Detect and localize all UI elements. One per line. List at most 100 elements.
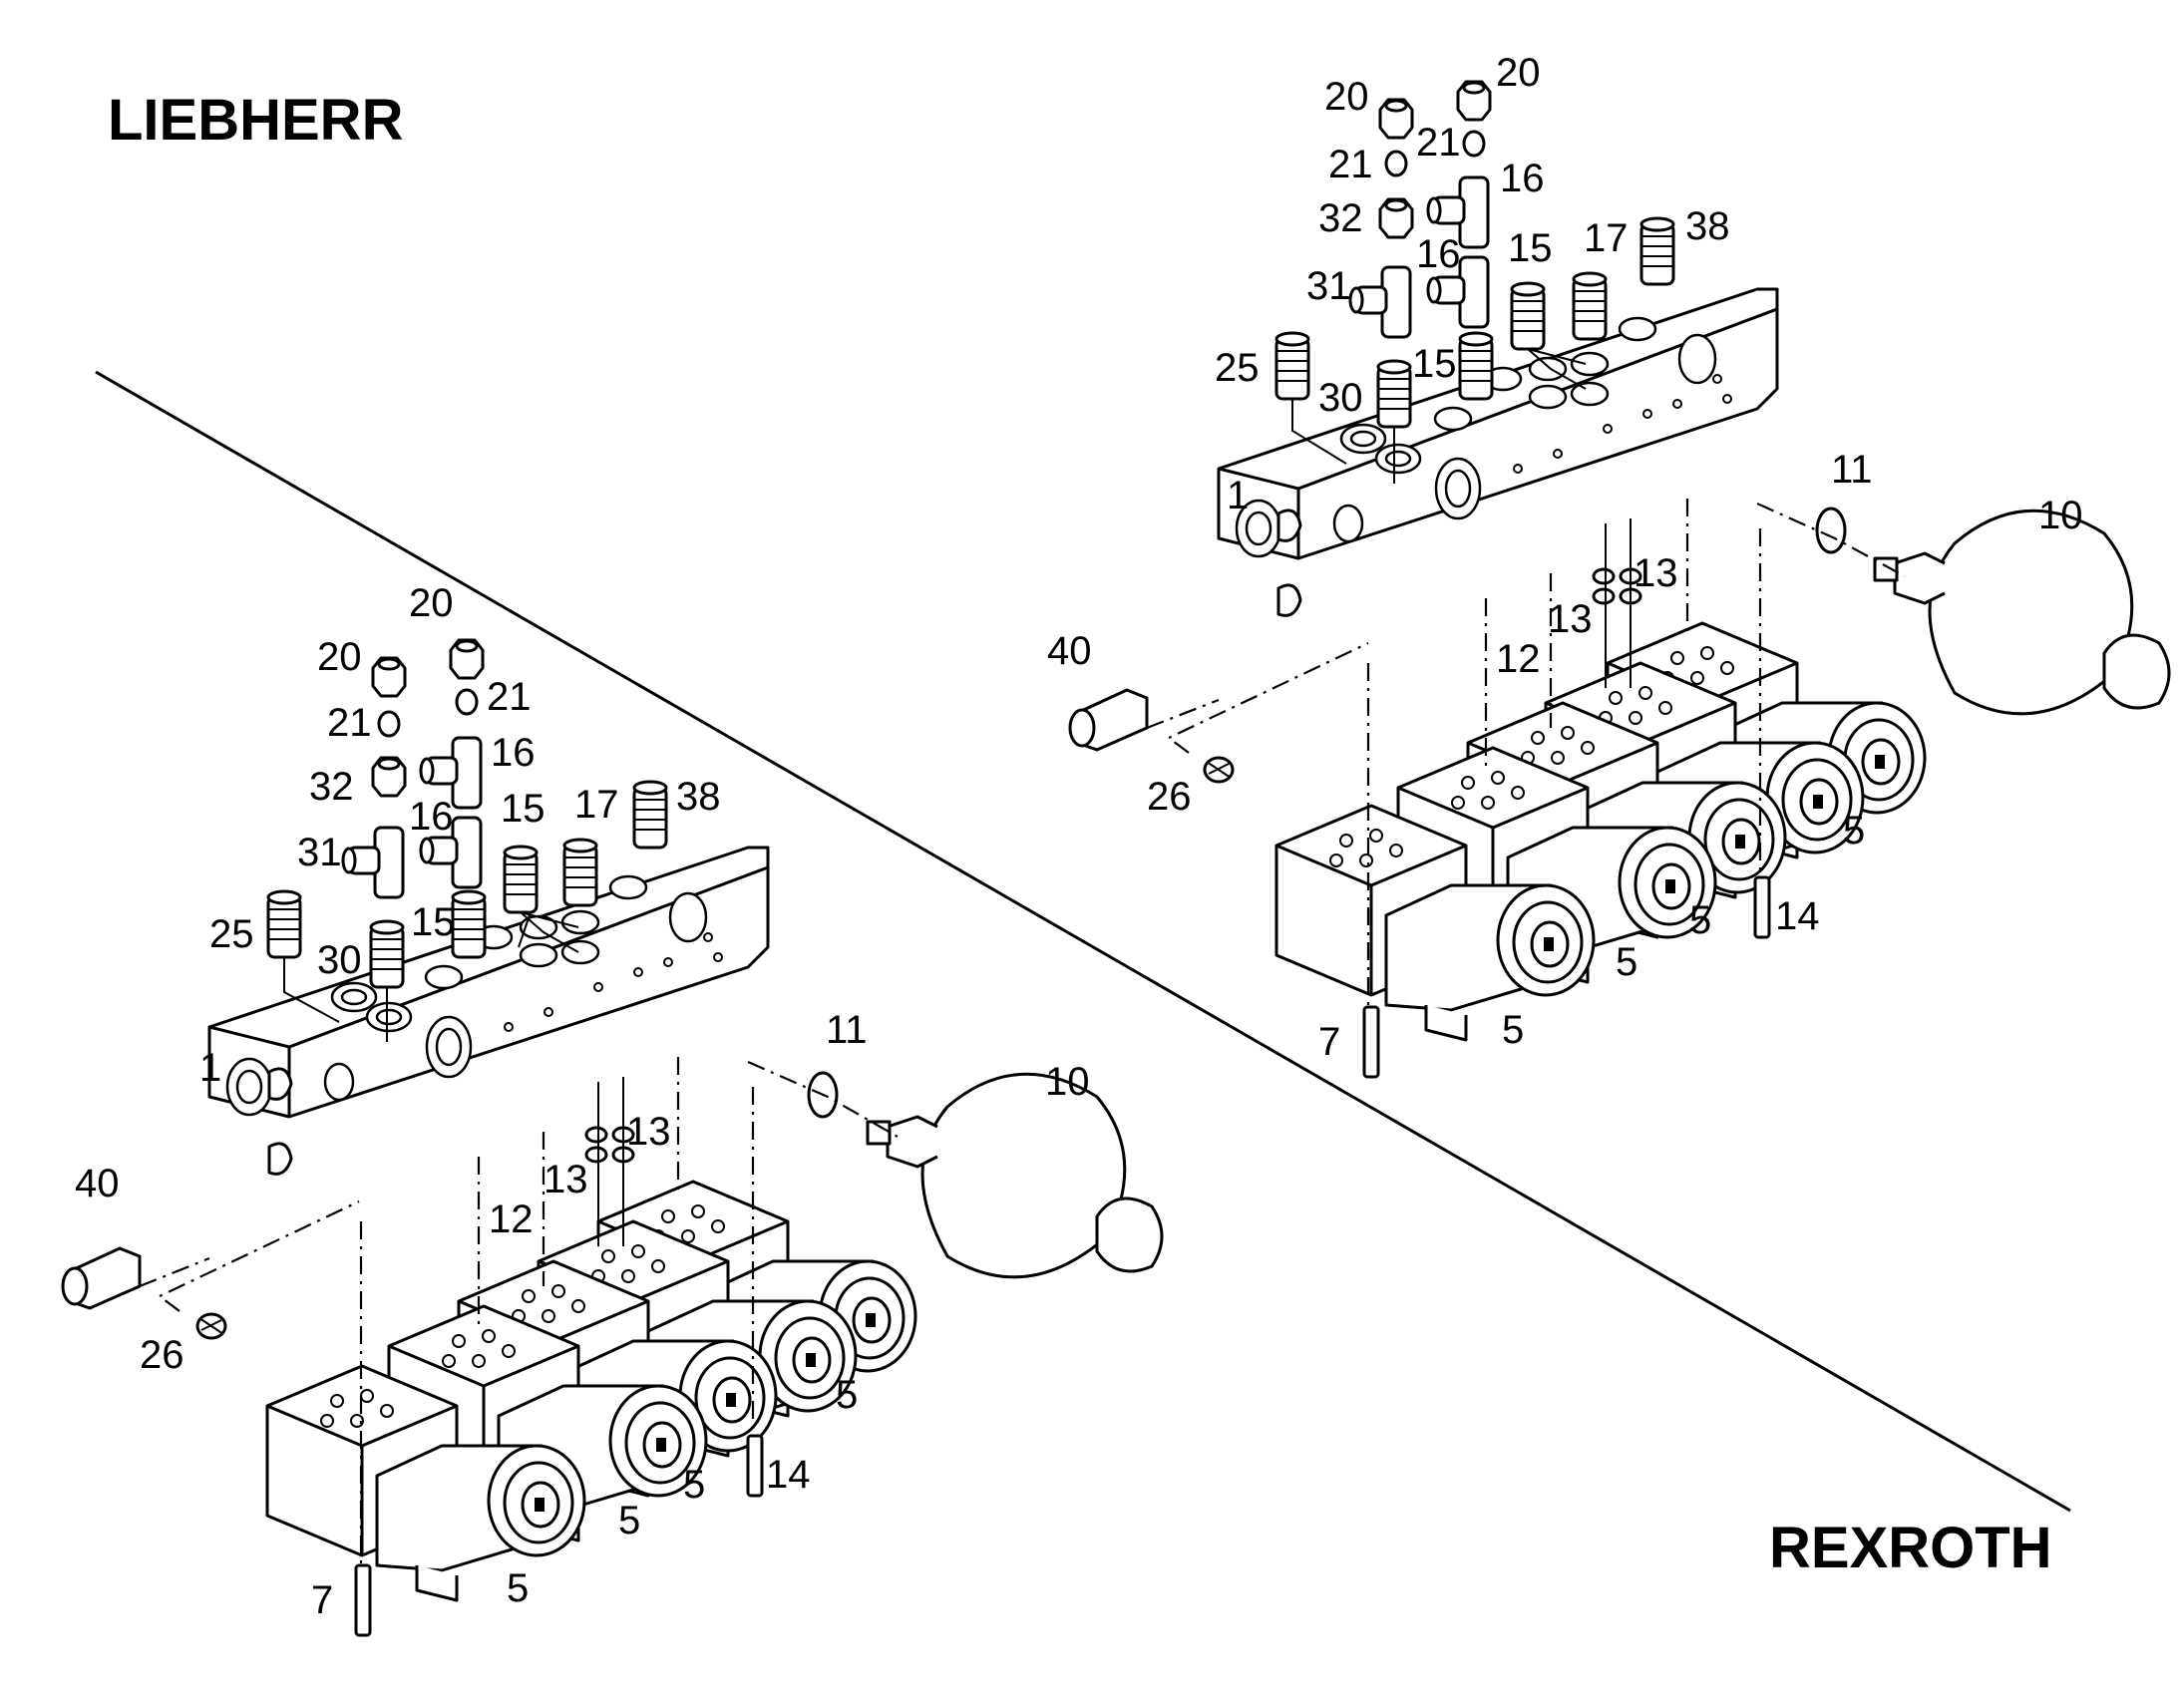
callout-14: 14 — [1775, 894, 1820, 938]
bolt-14 — [1753, 875, 1771, 939]
ring-21a — [1384, 150, 1408, 177]
callout-16: 16 — [409, 795, 454, 839]
callout-12: 12 — [1496, 637, 1541, 681]
accumulator-10 — [1873, 509, 2171, 716]
divider-line — [95, 370, 2071, 1513]
fitting-30 — [1376, 359, 1412, 429]
callout-20: 20 — [317, 635, 362, 679]
callout-30: 30 — [1318, 376, 1363, 420]
tee-31 — [341, 826, 405, 899]
plug-17 — [1572, 271, 1608, 341]
callout-1: 1 — [1227, 474, 1249, 517]
brand-rexroth: REXROTH — [1769, 1516, 2052, 1580]
oring-11 — [1815, 507, 1847, 554]
ring-21b — [1462, 130, 1486, 158]
callout-13: 13 — [1634, 551, 1678, 595]
callout-30: 30 — [317, 938, 362, 982]
callout-25: 25 — [209, 912, 254, 956]
callout-20: 20 — [1324, 75, 1369, 119]
callout-32: 32 — [1318, 196, 1363, 240]
callout-5: 5 — [1689, 898, 1711, 942]
callout-10: 10 — [1045, 1060, 1090, 1104]
callout-16: 16 — [1500, 157, 1545, 200]
callout-26: 26 — [140, 1333, 184, 1377]
callout-21: 21 — [487, 675, 532, 719]
oring-13b — [584, 1146, 608, 1164]
callout-11: 11 — [1831, 448, 1873, 492]
cap-nut-20a — [1378, 98, 1414, 140]
callout-40: 40 — [1047, 629, 1092, 673]
callout-7: 7 — [311, 1578, 333, 1622]
oring-13a — [1592, 567, 1616, 585]
oring-13b — [1592, 587, 1616, 605]
cap-nut-20b — [1456, 80, 1492, 122]
callout-5: 5 — [836, 1373, 858, 1417]
callout-15: 15 — [1412, 342, 1457, 386]
callout-5: 5 — [683, 1463, 705, 1507]
callout-16: 16 — [1416, 232, 1461, 276]
callout-15: 15 — [501, 787, 545, 831]
fitting-32 — [1378, 197, 1414, 239]
callout-5: 5 — [1616, 940, 1637, 984]
callout-1: 1 — [199, 1046, 221, 1090]
callout-5: 5 — [507, 1566, 529, 1610]
fitting-38 — [1639, 216, 1675, 286]
ring-21b — [455, 688, 479, 716]
callout-12: 12 — [489, 1197, 534, 1241]
plug-26 — [1203, 756, 1235, 784]
cap-nut-20a — [371, 656, 407, 698]
callouts-liebherr: 20 20 21 21 16 32 16 15 17 38 31 25 30 1… — [75, 581, 1090, 1622]
brand-liebherr: LIEBHERR — [108, 88, 403, 153]
callout-20: 20 — [1496, 51, 1541, 95]
callout-17: 17 — [574, 783, 619, 827]
callout-26: 26 — [1147, 775, 1192, 819]
connector-40 — [61, 1246, 142, 1310]
connector-40 — [1068, 688, 1149, 752]
callout-13: 13 — [626, 1110, 671, 1154]
fitting-15a — [1510, 281, 1546, 351]
fitting-15a — [503, 845, 539, 914]
tee-31 — [1348, 265, 1412, 339]
callout-21: 21 — [327, 701, 372, 745]
callout-16: 16 — [491, 731, 536, 775]
callout-5: 5 — [1843, 809, 1865, 853]
fitting-25 — [266, 889, 302, 959]
callout-5: 5 — [1502, 1008, 1524, 1052]
bolt-7 — [1362, 1005, 1380, 1079]
callout-10: 10 — [2038, 494, 2083, 537]
callout-11: 11 — [826, 1008, 868, 1052]
callout-40: 40 — [75, 1162, 120, 1205]
fitting-15b — [1458, 331, 1494, 401]
callout-31: 31 — [1306, 264, 1351, 308]
callout-38: 38 — [676, 775, 721, 819]
assembly-rexroth — [1068, 80, 2171, 1079]
callout-5: 5 — [618, 1499, 640, 1542]
callout-7: 7 — [1318, 1020, 1340, 1064]
accumulator-10 — [866, 1072, 1164, 1279]
callout-31: 31 — [297, 831, 342, 874]
callout-32: 32 — [309, 765, 354, 809]
callout-13: 13 — [1548, 597, 1593, 641]
ring-21a — [377, 710, 401, 738]
plug-17 — [562, 838, 598, 907]
callout-20: 20 — [409, 581, 454, 625]
cap-nut-20b — [449, 638, 485, 680]
bolt-7 — [354, 1563, 372, 1637]
callout-38: 38 — [1685, 204, 1730, 248]
fitting-25 — [1274, 331, 1310, 401]
callout-14: 14 — [766, 1453, 811, 1497]
callout-21: 21 — [1328, 143, 1373, 186]
oring-13a — [584, 1126, 608, 1144]
fitting-38 — [632, 780, 668, 850]
assembly-liebherr — [61, 638, 1164, 1637]
fitting-15b — [451, 889, 487, 959]
fitting-32 — [371, 756, 407, 798]
plug-26 — [195, 1312, 227, 1340]
callout-13: 13 — [544, 1158, 588, 1201]
callout-15: 15 — [1508, 226, 1553, 270]
callout-25: 25 — [1215, 346, 1260, 390]
callout-17: 17 — [1584, 216, 1629, 260]
callout-21: 21 — [1416, 121, 1461, 165]
fitting-30 — [369, 919, 405, 989]
